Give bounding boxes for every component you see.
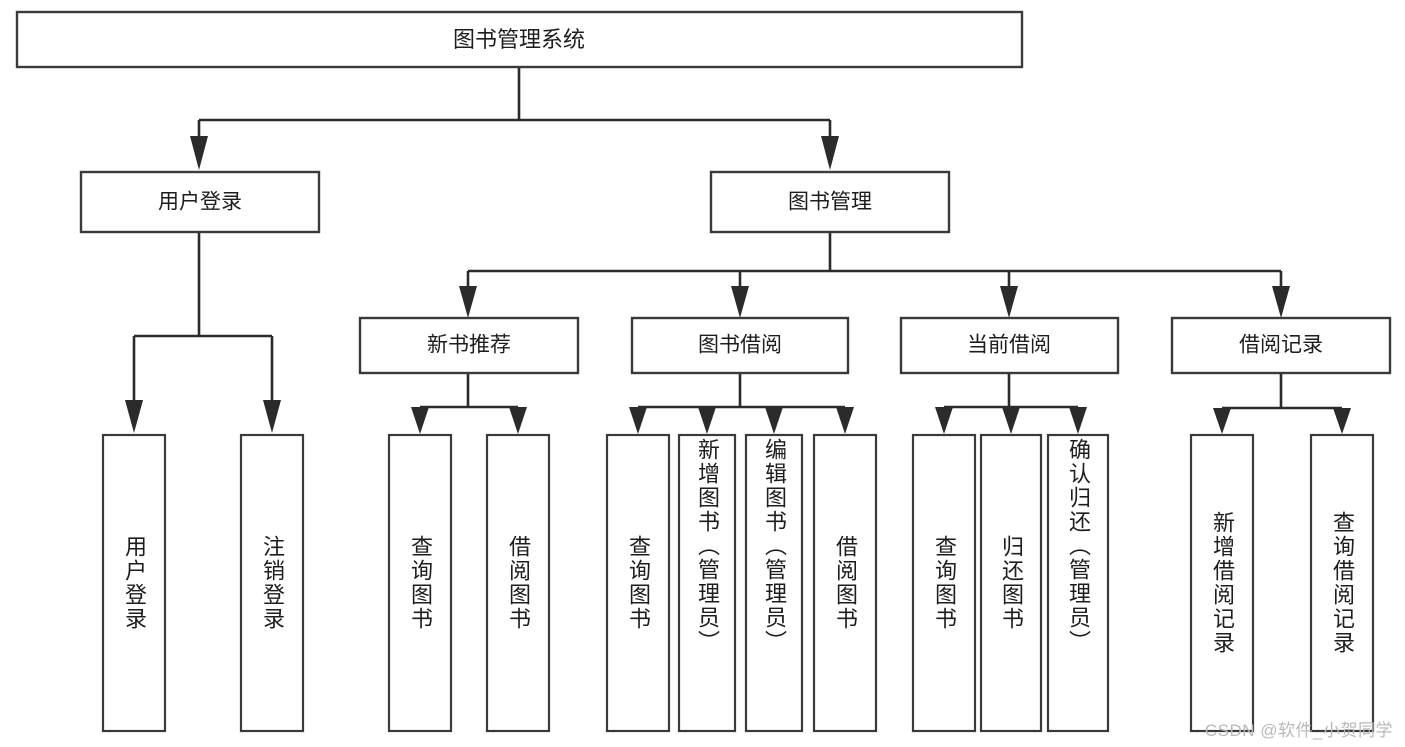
arrow-to-leaf-logout-login [263, 400, 281, 433]
node-book-borrow-label: 图书借阅 [698, 334, 782, 357]
node-borrow-record-box[interactable] [1170, 316, 1392, 375]
node-current-borrow-box[interactable] [899, 316, 1120, 375]
node-current-borrow[interactable]: 当前借阅 [899, 316, 1120, 375]
node-new-book-recommend[interactable]: 新书推荐 [358, 316, 580, 375]
leaf-box-add-record[interactable] [1189, 433, 1255, 733]
leaf-box-return-book[interactable] [979, 433, 1043, 733]
arrow-to-leaf-confirm-return [1069, 407, 1087, 434]
node-book-management[interactable]: 图书管理 [709, 170, 951, 234]
node-book-management-box[interactable] [709, 170, 951, 234]
arrow-to-leaf-query-record [1333, 408, 1351, 434]
arrow-to-book-management [821, 136, 839, 170]
arrow-to-leaf-query-book-1 [411, 407, 429, 434]
leaf-box-edit-book[interactable] [744, 433, 804, 733]
arrow-to-leaf-query-book-3 [935, 407, 953, 434]
arrow-to-leaf-user-login [125, 400, 143, 433]
arrow-to-user-login [190, 136, 208, 170]
node-book-borrow-box[interactable] [630, 316, 850, 375]
arrow-to-leaf-edit-book [765, 407, 783, 434]
arrow-to-leaf-query-book-2 [629, 407, 647, 434]
leaf-box-user-login[interactable] [101, 433, 167, 733]
connector-layer [125, 67, 1351, 434]
arrow-to-leaf-return-book [1002, 407, 1020, 434]
node-user-login-label: 用户登录 [158, 191, 242, 214]
node-user-login[interactable]: 用户登录 [79, 170, 321, 234]
leaf-box-add-book[interactable] [677, 433, 737, 733]
node-root-label: 图书管理系统 [453, 27, 585, 52]
node-new-book-recommend-box[interactable] [358, 316, 580, 375]
node-borrow-record-label: 借阅记录 [1239, 334, 1323, 357]
arrow-to-current-borrow [1000, 286, 1018, 318]
leaf-box-logout-login[interactable] [239, 433, 305, 733]
leaf-box-query-book-2[interactable] [605, 433, 671, 733]
node-borrow-record[interactable]: 借阅记录 [1170, 316, 1392, 375]
leaf-box-layer [101, 433, 1375, 733]
arrow-to-new-book-recommend [459, 286, 477, 318]
arrow-to-leaf-borrow-book-1 [509, 407, 527, 434]
node-new-book-recommend-label: 新书推荐 [427, 334, 511, 357]
leaf-box-borrow-book-2[interactable] [812, 433, 878, 733]
node-user-login-box[interactable] [79, 170, 321, 234]
leaf-box-query-book-1[interactable] [387, 433, 453, 733]
arrow-to-leaf-borrow-book-2 [836, 407, 854, 434]
arrow-to-borrow-record [1272, 286, 1290, 318]
node-root-book-management-system[interactable]: 图书管理系统 [15, 10, 1024, 69]
node-root-box[interactable] [15, 10, 1024, 69]
leaf-box-confirm-return[interactable] [1046, 433, 1110, 733]
node-book-borrow[interactable]: 图书借阅 [630, 316, 850, 375]
arrow-to-leaf-add-record [1213, 408, 1231, 434]
leaf-box-query-book-3[interactable] [911, 433, 977, 733]
arrow-to-leaf-add-book [698, 407, 716, 434]
leaf-box-borrow-book-1[interactable] [485, 433, 551, 733]
leaf-box-query-record[interactable] [1309, 433, 1375, 733]
node-current-borrow-label: 当前借阅 [967, 334, 1051, 357]
node-book-management-label: 图书管理 [788, 191, 872, 214]
arrow-to-book-borrow [731, 286, 749, 318]
